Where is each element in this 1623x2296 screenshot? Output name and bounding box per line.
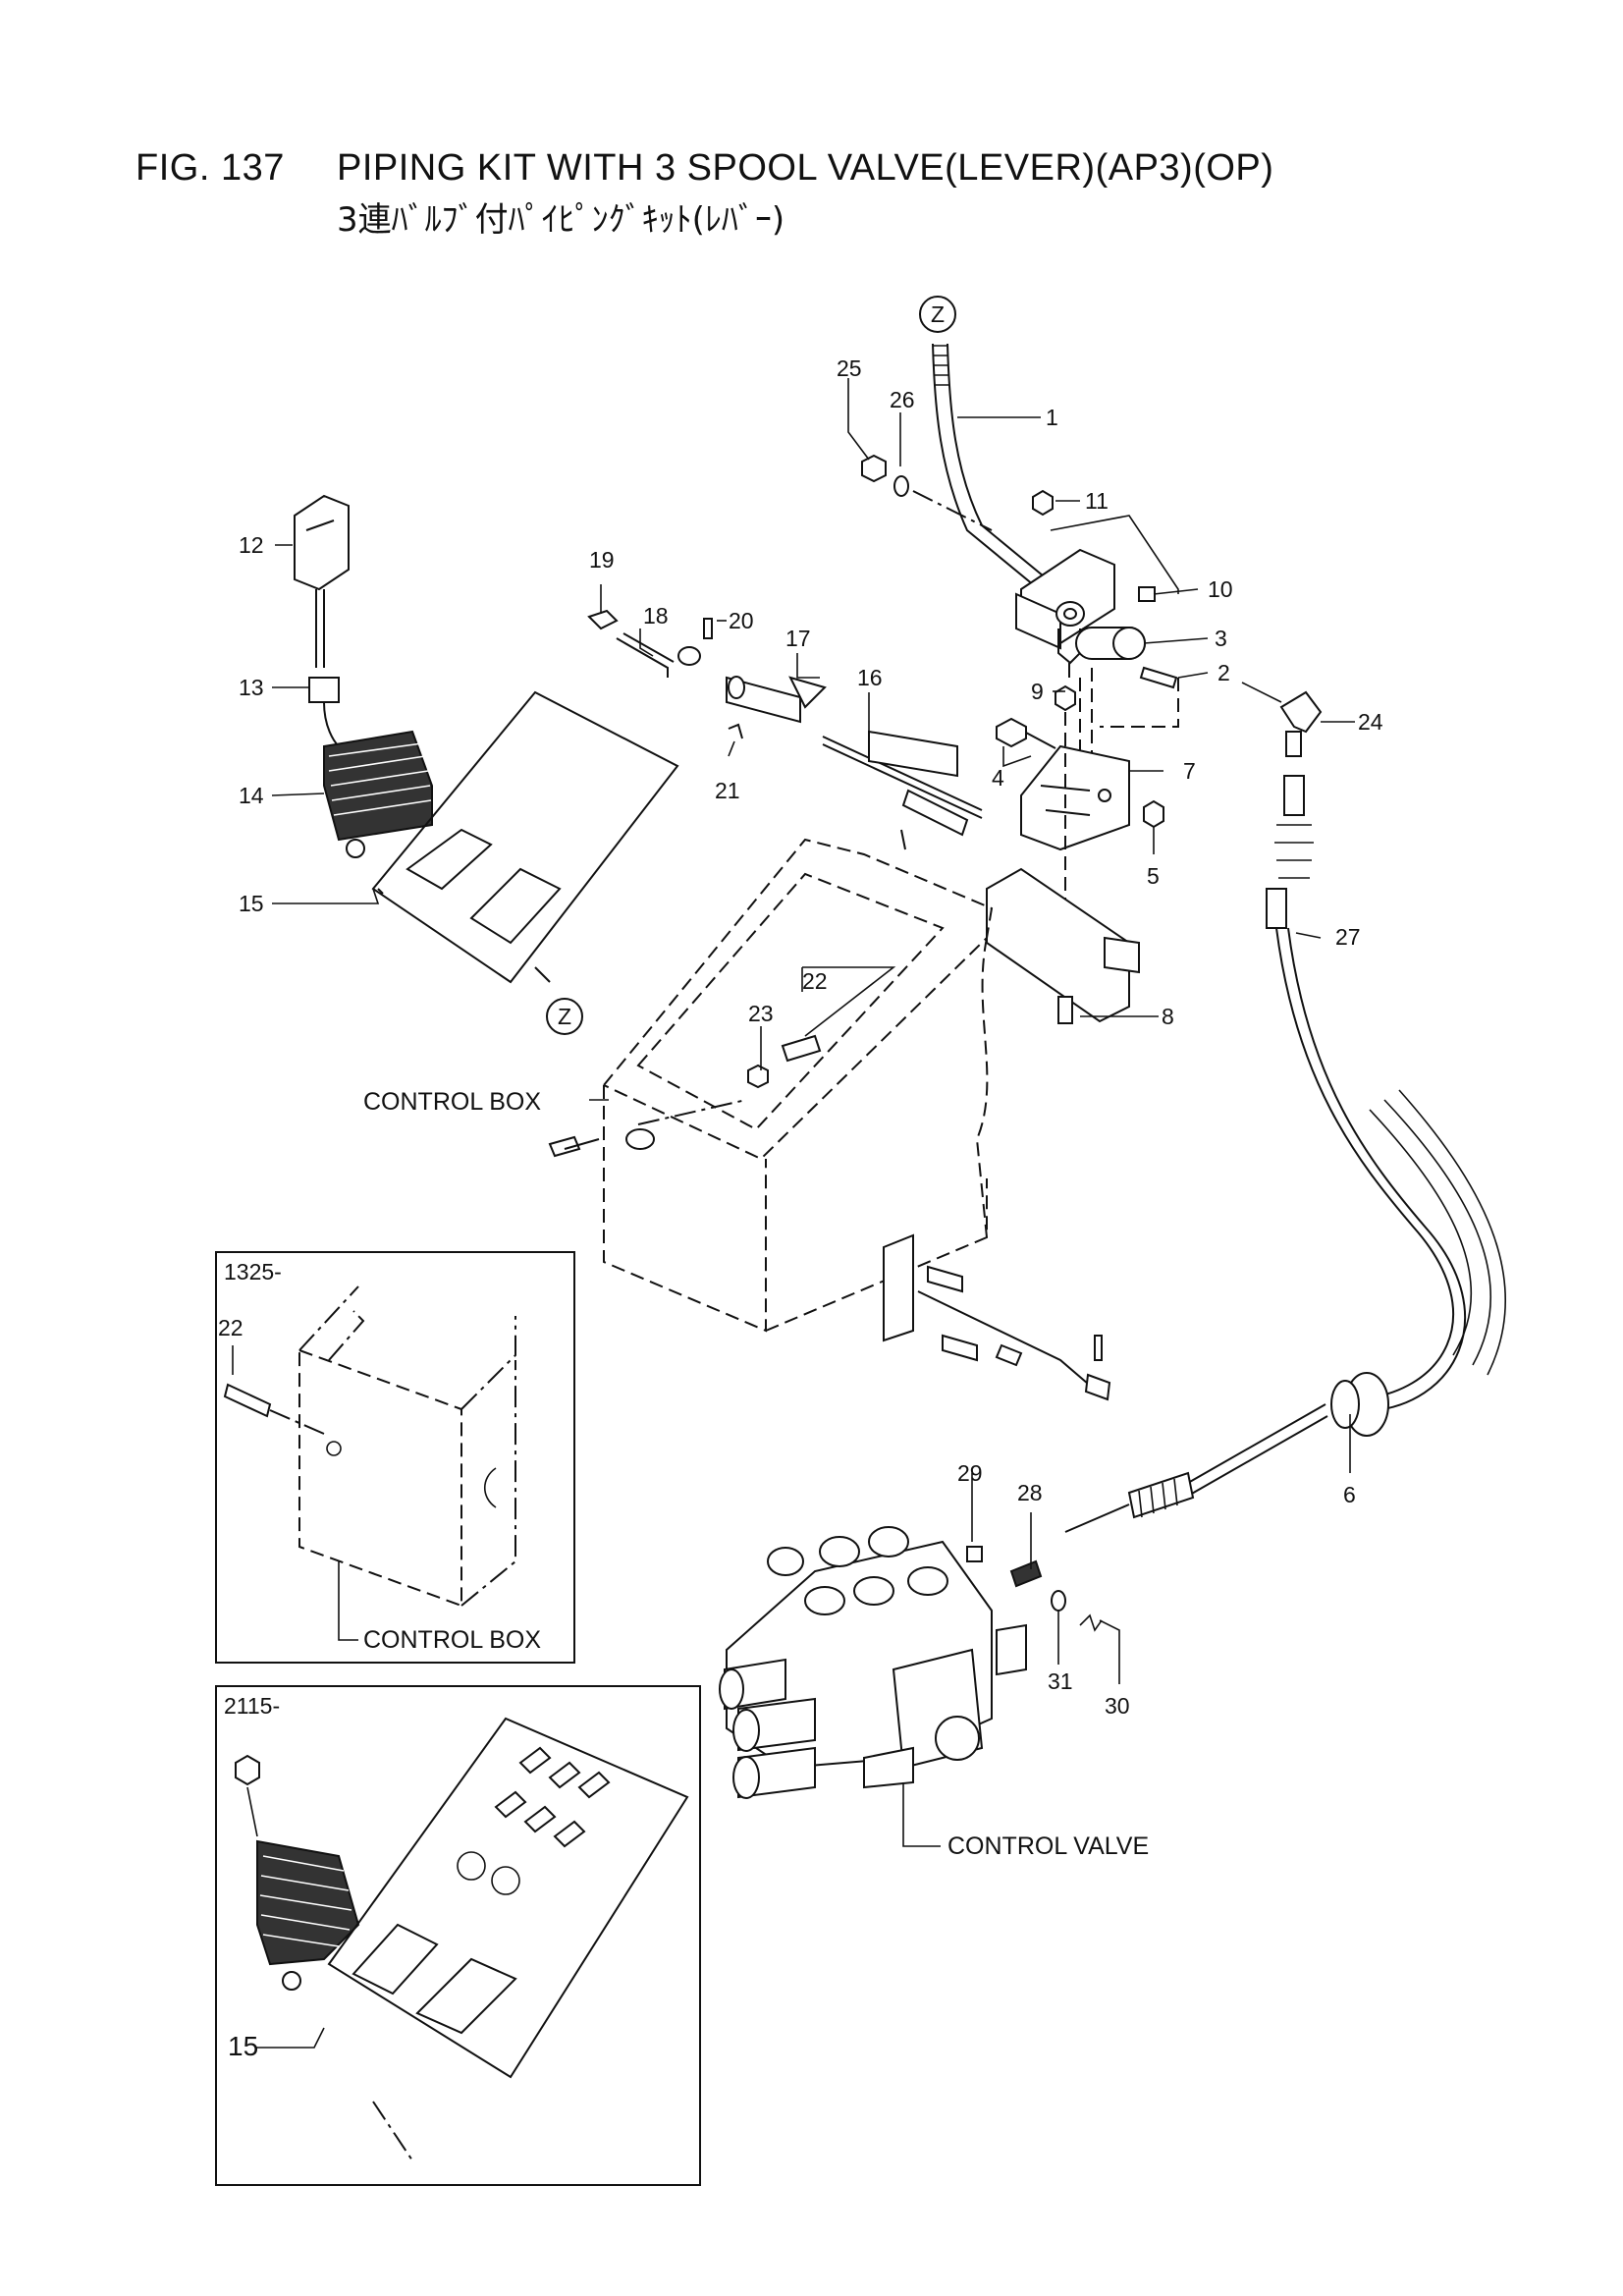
- callout-14: 14: [239, 783, 264, 808]
- callout-10: 10: [1208, 576, 1233, 602]
- ref-mark-z-bottom: [546, 998, 583, 1035]
- figure-title: FIG. 137 PIPING KIT WITH 3 SPOOL VALVE(LE…: [135, 147, 1273, 190]
- callout-25: 25: [837, 355, 862, 381]
- washer-26: [893, 475, 909, 497]
- control-valve-label: CONTROL VALVE: [947, 1832, 1149, 1860]
- callout-1: 1: [1046, 405, 1058, 430]
- nut-25: [861, 454, 887, 483]
- nut-23: [747, 1064, 769, 1089]
- callout-9: 9: [1031, 679, 1044, 704]
- callout-11: 11: [1085, 488, 1109, 514]
- callout-20: 20: [729, 608, 754, 633]
- callout-23: 23: [748, 1001, 774, 1026]
- inset-1325-control-box-label: CONTROL BOX: [363, 1626, 541, 1654]
- callout-27: 27: [1335, 924, 1361, 950]
- leader-lines: [271, 378, 1355, 1847]
- mounting-bracket-assembly: [986, 684, 1164, 1024]
- inset-nut: [235, 1754, 260, 1786]
- inset-2115-callout-15: 15: [228, 2031, 258, 2061]
- clip-21: [728, 723, 743, 739]
- inset-bolt-15: [282, 1971, 301, 1991]
- callout-16: 16: [857, 665, 883, 690]
- linkage-parts: [587, 609, 983, 850]
- figure-title-english: PIPING KIT WITH 3 SPOOL VALVE(LEVER)(AP3…: [337, 147, 1274, 189]
- callout-19: 19: [589, 547, 615, 573]
- callout-24: 24: [1358, 709, 1383, 735]
- inset-1325-callout-22: 22: [218, 1315, 243, 1340]
- lever-knob-assembly: [294, 494, 679, 984]
- nut-13: [308, 677, 340, 703]
- lever-rod: [932, 343, 1052, 600]
- bolt-8: [1057, 996, 1073, 1024]
- cable-assembly: [966, 690, 1507, 1632]
- cable-end-28: [1009, 1559, 1043, 1588]
- lever-assembly: [861, 343, 1179, 766]
- bolt-15: [346, 839, 365, 858]
- control-valve: [719, 1526, 1027, 1799]
- inset-2115: 2115- 15: [215, 1685, 701, 2186]
- callout-17: 17: [785, 626, 811, 651]
- inset-panel: [327, 1717, 689, 2079]
- nut-9: [1055, 684, 1076, 712]
- callout-21: 21: [715, 778, 740, 803]
- pin-20: [703, 618, 713, 639]
- callout-18: 18: [643, 603, 669, 629]
- control-box-label: CONTROL BOX: [363, 1088, 541, 1116]
- svg-text:Z: Z: [558, 1004, 571, 1029]
- reference-marks: Z Z: [546, 296, 956, 1035]
- callout-8: 8: [1162, 1004, 1174, 1029]
- ref-mark-z-top: [919, 296, 956, 333]
- rod-16: [822, 736, 983, 819]
- callout-30: 30: [1105, 1693, 1130, 1719]
- figure-number: FIG. 137: [135, 147, 285, 189]
- knob-12: [294, 494, 350, 591]
- bolt-29: [966, 1546, 983, 1562]
- bracket-7: [1020, 744, 1130, 851]
- callout-2: 2: [1217, 660, 1230, 685]
- cotter-pin-30: [1079, 1613, 1103, 1632]
- nut-5: [1143, 799, 1164, 829]
- callout-15: 15: [239, 891, 264, 916]
- bolt-10: [1138, 586, 1156, 602]
- bolt-4: [996, 717, 1027, 748]
- inset-1325-serial: 1325-: [224, 1259, 282, 1285]
- inset-1325: 1325- 22 CONTROL BOX: [215, 1251, 575, 1664]
- washer-31: [1051, 1590, 1066, 1612]
- figure-title-japanese: 3連ﾊﾞﾙﾌﾞ付ﾊﾟｲﾋﾟﾝｸﾞｷｯﾄ(ﾚﾊﾞｰ): [337, 200, 785, 240]
- callout-12: 12: [239, 532, 264, 558]
- inset-2115-serial: 2115-: [224, 1693, 280, 1719]
- callout-3: 3: [1215, 626, 1227, 651]
- control-cable: [1275, 927, 1454, 1400]
- callout-13: 13: [239, 675, 264, 700]
- callout-6: 6: [1343, 1482, 1356, 1507]
- elbow-fitting-24: [1279, 690, 1323, 734]
- callout-31: 31: [1048, 1668, 1073, 1694]
- callout-29: 29: [957, 1460, 983, 1486]
- part-19: [587, 609, 619, 630]
- control-box: [548, 838, 1111, 1401]
- rod-18: [616, 637, 669, 678]
- svg-text:Z: Z: [931, 301, 945, 327]
- callout-22: 22: [802, 968, 828, 994]
- nut-11: [1032, 489, 1054, 517]
- callout-4: 4: [992, 765, 1004, 791]
- callout-28: 28: [1017, 1480, 1043, 1505]
- callout-5: 5: [1147, 863, 1160, 889]
- boot-14: [323, 730, 433, 842]
- inset-bolt-22: [223, 1383, 272, 1418]
- callout-26: 26: [890, 387, 915, 412]
- pin: [1139, 666, 1178, 689]
- callout-7: 7: [1183, 758, 1196, 784]
- callout-numbers: 1 2 3 4 5 6 7 8 9 10 11 12 13 14 15 16 1…: [239, 355, 1383, 1719]
- bolt-22: [781, 1034, 822, 1063]
- panel-15: [371, 690, 679, 984]
